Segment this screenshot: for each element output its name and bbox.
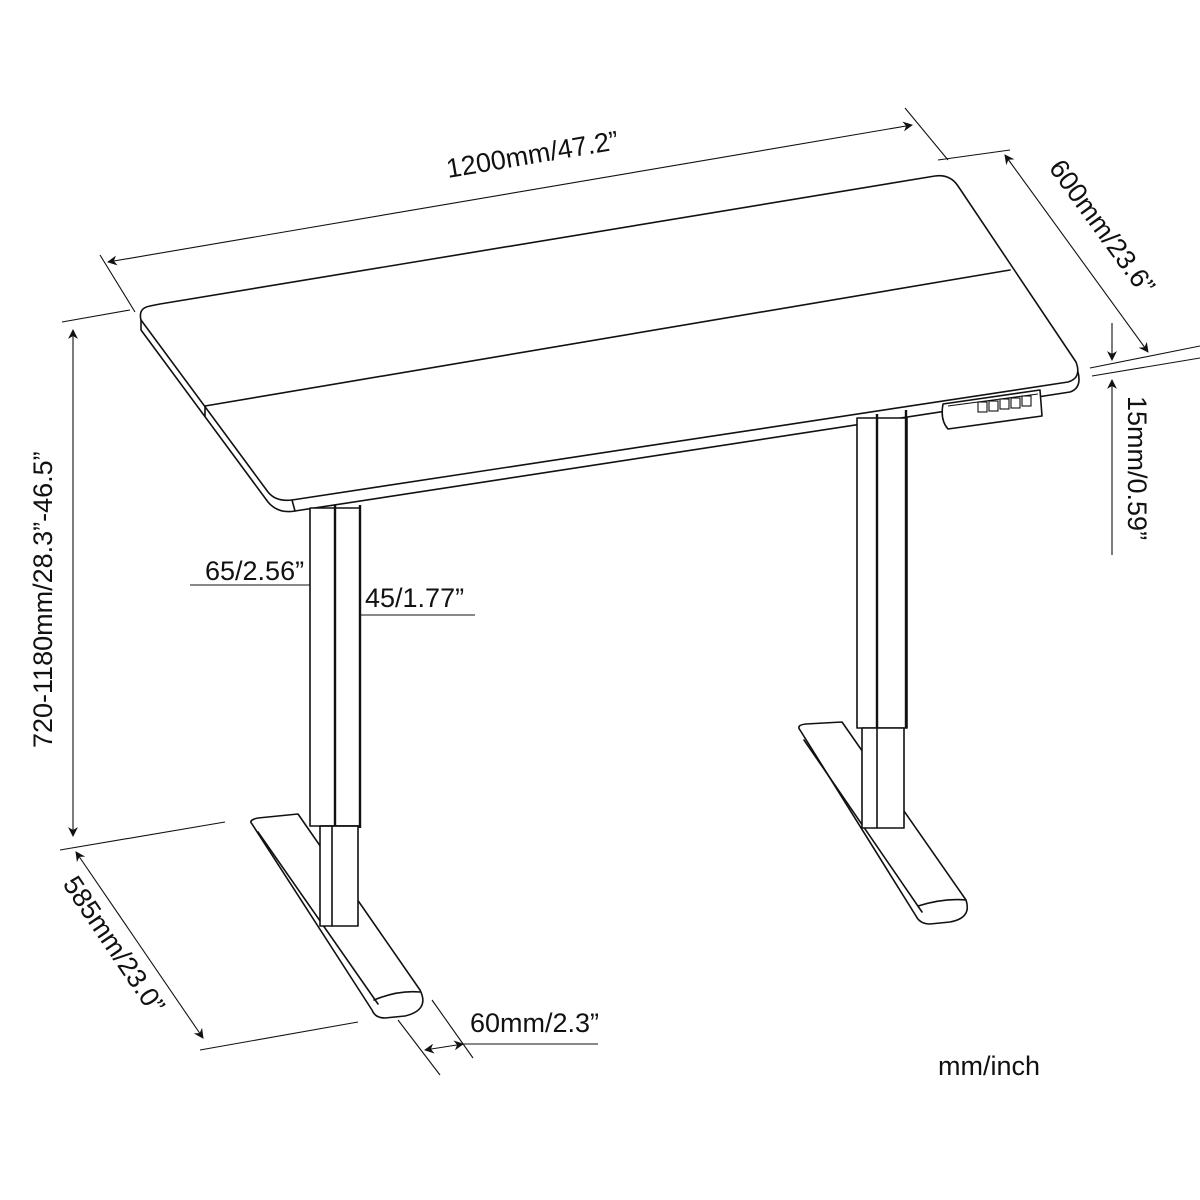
panel-buttons <box>977 395 1032 413</box>
units-note: mm/inch <box>938 1051 1040 1081</box>
thickness-label: 15mm/0.59” <box>1122 396 1152 540</box>
thickness-dimension <box>1091 323 1200 555</box>
left-leg <box>250 505 424 1019</box>
leg-inner-label: 45/1.77” <box>365 583 464 613</box>
height-label: 720-1180mm/28.3”-46.5” <box>28 451 58 748</box>
depth-dimension <box>937 149 1200 369</box>
leg-outer-label: 65/2.56” <box>205 556 304 586</box>
foot-length-label: 585mm/23.0” <box>57 871 171 1020</box>
foot-width-dimension <box>397 999 598 1076</box>
height-dimension <box>59 309 226 851</box>
desktop <box>139 174 1080 513</box>
width-label: 1200mm/47.2” <box>444 125 621 184</box>
width-dimension <box>99 107 949 313</box>
foot-width-label: 60mm/2.3” <box>470 1008 599 1038</box>
control-panel <box>941 389 1043 430</box>
right-leg <box>798 410 969 925</box>
foot-length-dimension <box>75 851 359 1051</box>
depth-label: 600mm/23.6” <box>1043 154 1161 300</box>
